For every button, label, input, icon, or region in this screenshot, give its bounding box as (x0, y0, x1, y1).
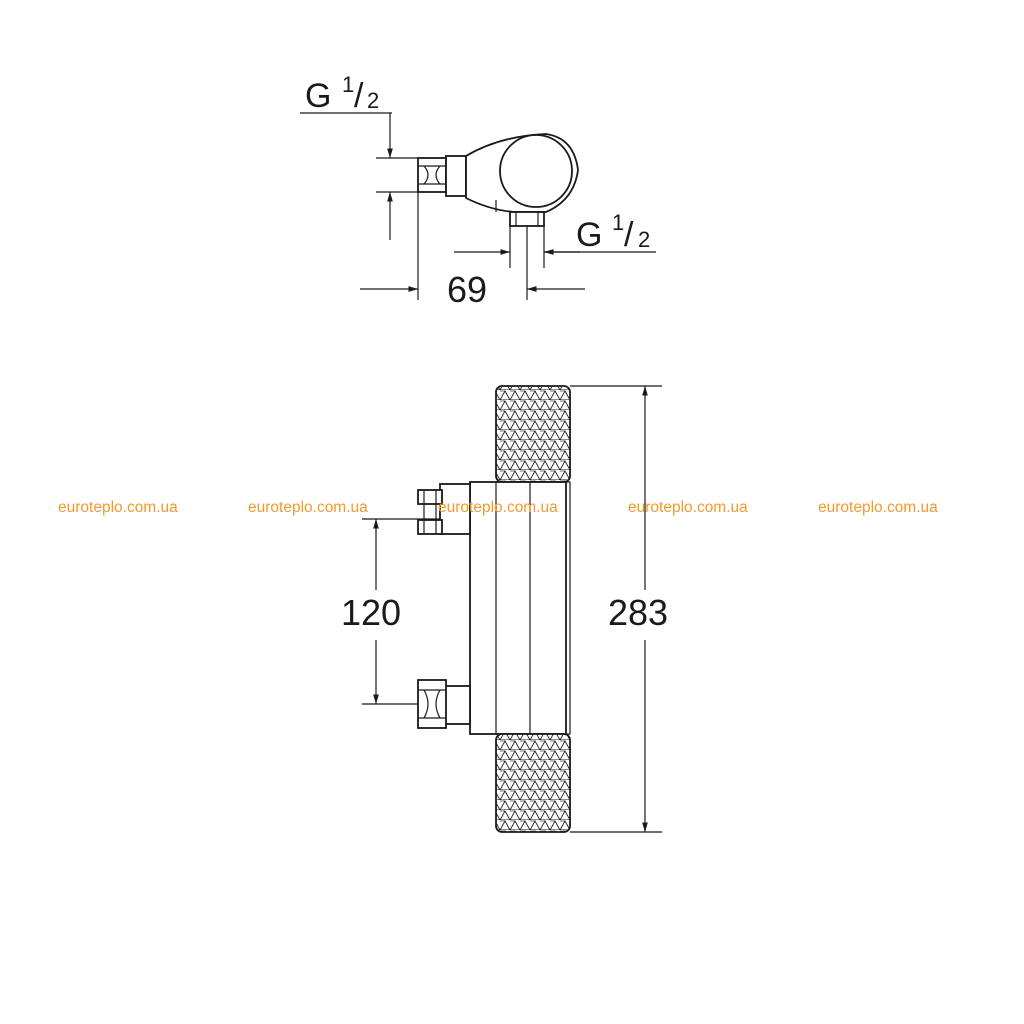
watermark-text: euroteplo.com.ua (818, 499, 938, 516)
lower-connector-icon (417, 679, 471, 729)
watermark-text: euroteplo.com.ua (438, 499, 558, 516)
mixer-front-body (469, 481, 567, 735)
thread-left-slash: / (354, 77, 364, 115)
connector-body (445, 155, 467, 197)
dimension-spacing: 120 (341, 592, 401, 633)
front-view: 120 283 (341, 385, 668, 833)
dimension-height: 283 (608, 592, 668, 633)
control-knob-icon (499, 134, 573, 208)
watermark-text: euroteplo.com.ua (628, 499, 748, 516)
watermark-text: euroteplo.com.ua (248, 499, 368, 516)
top-view: G 1 / 2 G 1 (300, 72, 656, 310)
thread-left-den: 2 (367, 88, 379, 113)
thread-left-num: 1 (342, 72, 354, 97)
knurled-handle-bottom (495, 733, 571, 833)
dimension-depth: 69 (447, 269, 487, 310)
thread-label-left: G 1 / 2 (305, 72, 379, 115)
thread-label-right: G 1 / 2 (576, 210, 650, 254)
thread-right-num: 1 (612, 210, 624, 235)
thread-left-base: G (305, 77, 331, 115)
upper-connector-icon (417, 483, 471, 535)
watermark-text: euroteplo.com.ua (58, 499, 178, 516)
thread-right-den: 2 (638, 227, 650, 252)
thread-right-slash: / (624, 216, 634, 254)
knurled-handle-top (495, 385, 571, 483)
thread-right-base: G (576, 216, 602, 254)
hex-nut-icon (417, 157, 447, 193)
outlet-nut-icon (509, 211, 545, 227)
